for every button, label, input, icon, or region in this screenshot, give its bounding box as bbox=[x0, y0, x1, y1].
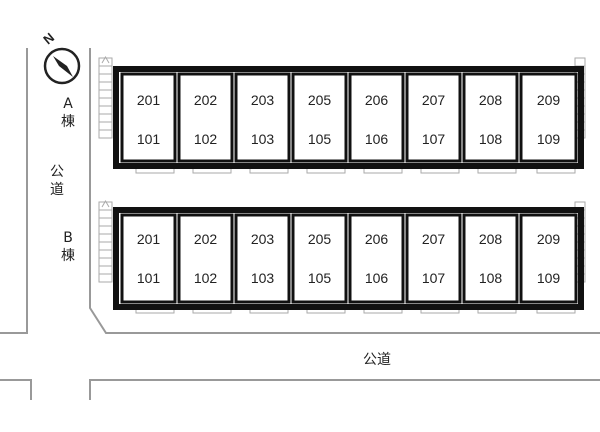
building-b-label-letter: B bbox=[63, 230, 73, 246]
unit-a-7-upper: 208 bbox=[479, 92, 503, 108]
unit-a-6-upper: 207 bbox=[422, 92, 446, 108]
unit-b-1-lower: 101 bbox=[137, 270, 161, 286]
building-a: 201 101 202 102 203 103 205 105 206 106 … bbox=[98, 56, 586, 174]
units-a bbox=[120, 72, 578, 163]
building-a-label-letter: A bbox=[63, 96, 73, 112]
building-b-label-suffix: 棟 bbox=[61, 248, 75, 264]
unit-a-2-lower: 102 bbox=[194, 131, 218, 147]
building-a-label-suffix: 棟 bbox=[61, 114, 75, 130]
building-labels: A 棟 B 棟 bbox=[61, 96, 75, 264]
unit-b-4-upper: 205 bbox=[308, 231, 332, 247]
unit-b-3-upper: 203 bbox=[251, 231, 275, 247]
unit-a-5-upper: 206 bbox=[365, 92, 389, 108]
unit-b-5-lower: 106 bbox=[365, 270, 389, 286]
unit-a-6-lower: 107 bbox=[422, 131, 446, 147]
road-labels: 公 道 公道 bbox=[50, 164, 391, 368]
unit-b-7-lower: 108 bbox=[479, 270, 503, 286]
unit-a-8-lower: 109 bbox=[537, 131, 561, 147]
unit-b-3-lower: 103 bbox=[251, 270, 275, 286]
unit-b-1-upper: 201 bbox=[137, 231, 161, 247]
unit-a-4-lower: 105 bbox=[308, 131, 332, 147]
unit-a-3-upper: 203 bbox=[251, 92, 275, 108]
unit-numbers-b: 201 101 202 102 203 103 205 105 206 106 … bbox=[137, 231, 561, 286]
units-b bbox=[120, 213, 578, 304]
unit-a-7-lower: 108 bbox=[479, 131, 503, 147]
compass-north-icon: N bbox=[40, 30, 81, 85]
unit-a-5-lower: 106 bbox=[365, 131, 389, 147]
west-road-label-2: 道 bbox=[50, 182, 64, 198]
unit-b-2-upper: 202 bbox=[194, 231, 218, 247]
building-b: 201 101 202 102 203 103 205 105 206 106 … bbox=[98, 200, 586, 314]
south-road-label: 公道 bbox=[363, 352, 391, 368]
unit-a-3-lower: 103 bbox=[251, 131, 275, 147]
road-lines bbox=[0, 48, 600, 400]
unit-b-7-upper: 208 bbox=[479, 231, 503, 247]
unit-b-6-upper: 207 bbox=[422, 231, 446, 247]
unit-b-6-lower: 107 bbox=[422, 270, 446, 286]
compass-letter: N bbox=[40, 30, 57, 48]
unit-a-1-lower: 101 bbox=[137, 131, 161, 147]
unit-b-4-lower: 105 bbox=[308, 270, 332, 286]
west-road-label-1: 公 bbox=[50, 164, 64, 180]
unit-b-5-upper: 206 bbox=[365, 231, 389, 247]
unit-numbers-a: 201 101 202 102 203 103 205 105 206 106 … bbox=[137, 92, 561, 147]
unit-a-4-upper: 205 bbox=[308, 92, 332, 108]
unit-b-8-lower: 109 bbox=[537, 270, 561, 286]
unit-b-2-lower: 102 bbox=[194, 270, 218, 286]
unit-a-1-upper: 201 bbox=[137, 92, 161, 108]
unit-a-8-upper: 209 bbox=[537, 92, 561, 108]
unit-b-8-upper: 209 bbox=[537, 231, 561, 247]
unit-a-2-upper: 202 bbox=[194, 92, 218, 108]
